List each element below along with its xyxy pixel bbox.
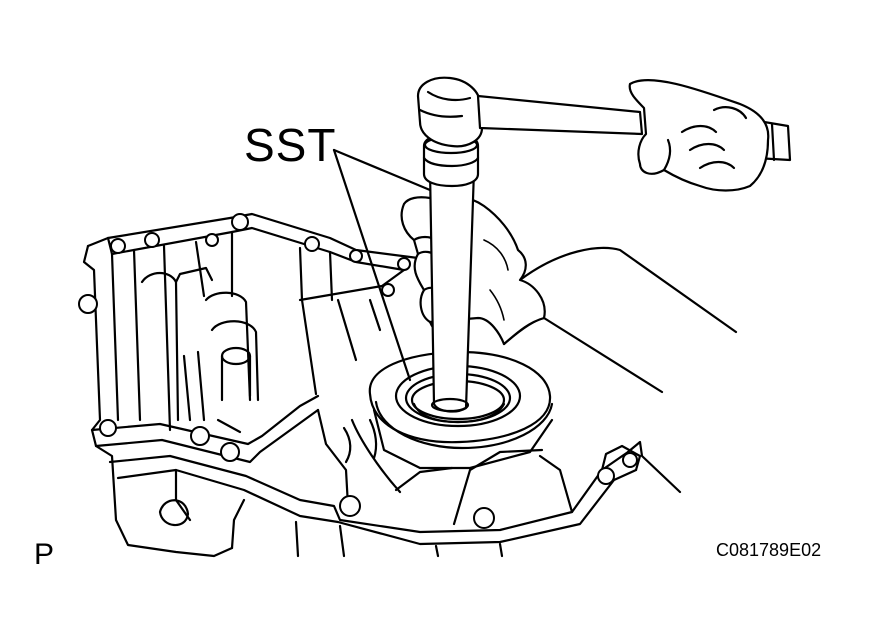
hammer-hand-illustration: [628, 79, 770, 192]
figure-code: C081789E02: [716, 540, 822, 560]
hammer-icon: [416, 76, 792, 162]
transaxle-case-illustration: [78, 212, 682, 558]
sst-leader-lines: [332, 148, 432, 382]
special-service-tool-illustration: [422, 132, 480, 413]
view-marker: P: [34, 538, 55, 571]
bearing-bore: [368, 350, 554, 470]
sst-callout-label: SST: [244, 119, 337, 171]
